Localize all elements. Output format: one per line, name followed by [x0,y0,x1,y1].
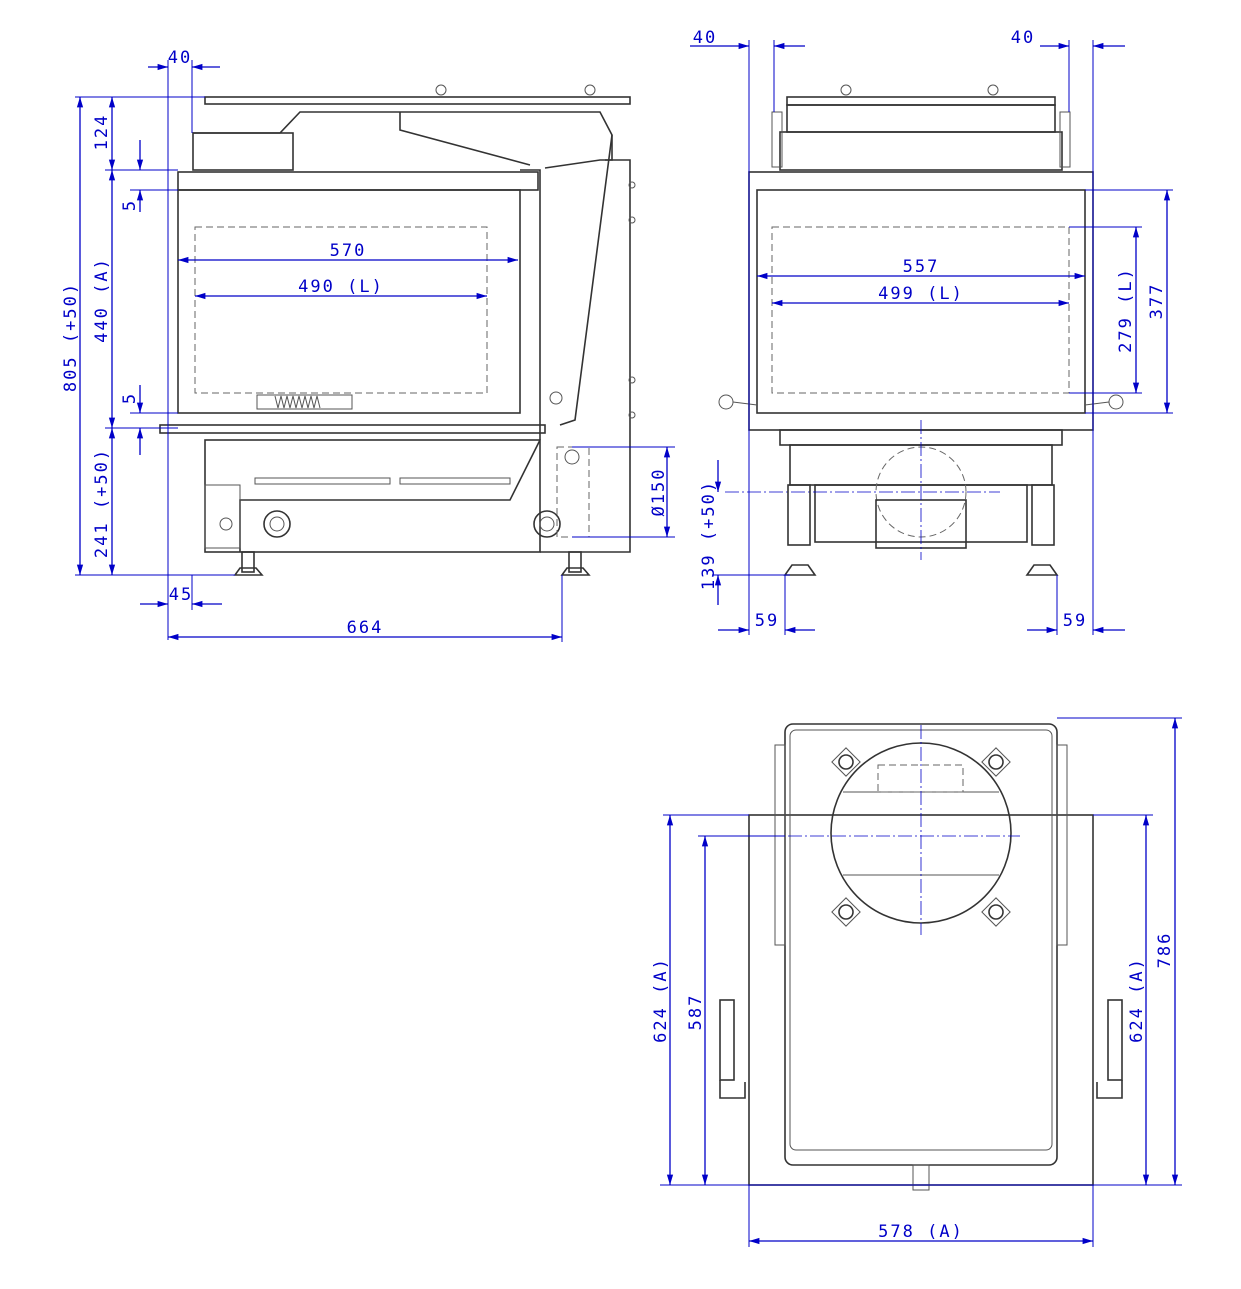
dim-inner-depth: 587 [686,994,706,1031]
dim-glass-height: 377 [1147,283,1167,320]
side-view-dimensions: 40 805 (+50) 124 440 (A) 241 (+50) 5 5 [61,48,675,642]
dim-gap-top: 5 [120,199,140,211]
dim-total-height: 805 (+50) [61,282,81,392]
dim-left-foot: 59 [755,611,779,631]
front-view-dimensions: 40 40 557 499 (L) 279 (L) 377 139 (+50) [690,28,1173,635]
dim-width: 578 (A) [878,1222,964,1242]
side-view: 40 805 (+50) 124 440 (A) 241 (+50) 5 5 [61,48,675,642]
dim-visible-width: 490 (L) [298,277,384,297]
dim-foot-offset: 45 [169,585,193,605]
top-view-outline [700,723,1123,1191]
dim-front-visible-width: 499 (L) [878,284,964,304]
dim-left-offset: 40 [693,28,717,48]
mounting-bolts [831,747,1011,927]
dim-base-height: 241 (+50) [92,448,112,558]
dim-flue-diameter: Ø150 [649,468,669,517]
dim-visible-height: 279 (L) [1116,267,1136,353]
dim-right-depth: 624 (A) [1127,957,1147,1043]
dim-right-offset: 40 [1011,28,1035,48]
dim-door-height: 440 (A) [92,257,112,343]
dim-top-offset: 40 [168,48,192,68]
front-view: 40 40 557 499 (L) 279 (L) 377 139 (+50) [690,28,1173,635]
dim-left-depth: 624 (A) [651,957,671,1043]
dim-gap-bottom: 5 [120,392,140,404]
top-view: 786 624 (A) 587 624 (A) 578 (A) [651,717,1182,1247]
dim-depth: 664 [347,618,384,638]
dim-top-section: 124 [92,114,112,151]
top-view-dimensions: 786 624 (A) 587 624 (A) 578 (A) [651,717,1182,1247]
dim-right-foot: 59 [1063,611,1087,631]
front-view-outline [718,84,1124,576]
dim-front-glass-width: 557 [903,257,940,277]
dim-flue-height: 139 (+50) [699,480,719,590]
side-view-outline [159,84,636,576]
dim-total-depth: 786 [1155,932,1175,969]
dim-glass-width: 570 [330,241,367,261]
